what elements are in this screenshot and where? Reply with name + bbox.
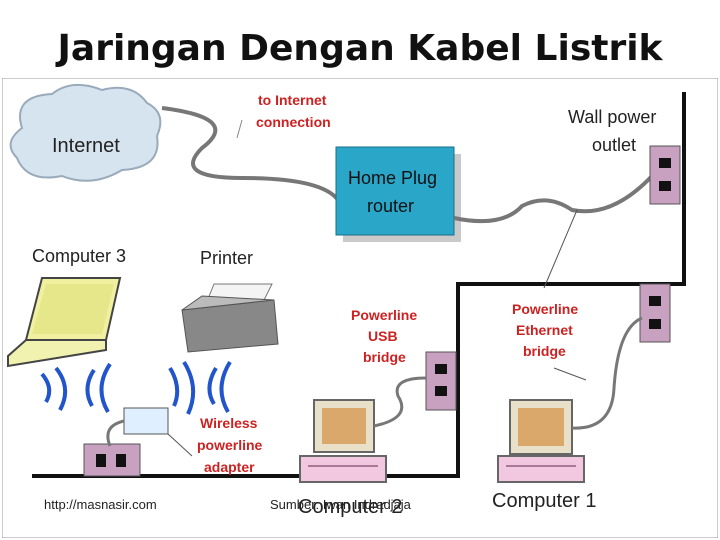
- page-title: Jaringan Dengan Kabel Listrik: [57, 28, 663, 69]
- wireless-waves: [40, 360, 232, 415]
- internet-cloud: Internet: [9, 83, 162, 182]
- outlet-wireless: [83, 443, 141, 477]
- wireless-adapter: [123, 407, 169, 435]
- to-internet-label: to Internet connection: [256, 92, 331, 130]
- wall-outlet-label: Wall power outlet: [568, 107, 661, 155]
- ethernet-bridge-label: Powerline Ethernet bridge: [512, 301, 582, 359]
- internet-cable: [161, 106, 340, 202]
- computer1-device: [497, 399, 585, 483]
- printer-device: [181, 283, 279, 353]
- footer-left: http://masnasir.com: [44, 497, 157, 512]
- usb-bridge-label: Powerline USB bridge: [351, 307, 421, 365]
- network-diagram: Internet to Internet connection Home Plu…: [2, 78, 718, 538]
- computer2-cable: [373, 376, 427, 428]
- outlet-top: [649, 145, 681, 205]
- computer2-device: [299, 399, 387, 483]
- router-label: Home Plug router: [348, 168, 442, 216]
- computer3-label: Computer 3: [32, 246, 126, 266]
- printer-label: Printer: [200, 248, 253, 268]
- internet-label: Internet: [52, 135, 120, 157]
- computer3-laptop: [7, 277, 122, 368]
- homeplug-router: Home Plug router: [335, 146, 461, 242]
- wireless-adapter-label: Wireless powerline adapter: [197, 415, 266, 475]
- router-cable: [453, 174, 654, 224]
- footer-center: Sumber: Iwan Indradjaja: [270, 497, 411, 512]
- outlet-usb: [425, 351, 457, 411]
- computer2-label: Computer 2: [298, 496, 403, 518]
- outlet-ethernet: [639, 283, 671, 343]
- computer1-cable: [571, 316, 643, 430]
- computer1-label: Computer 1: [492, 490, 597, 512]
